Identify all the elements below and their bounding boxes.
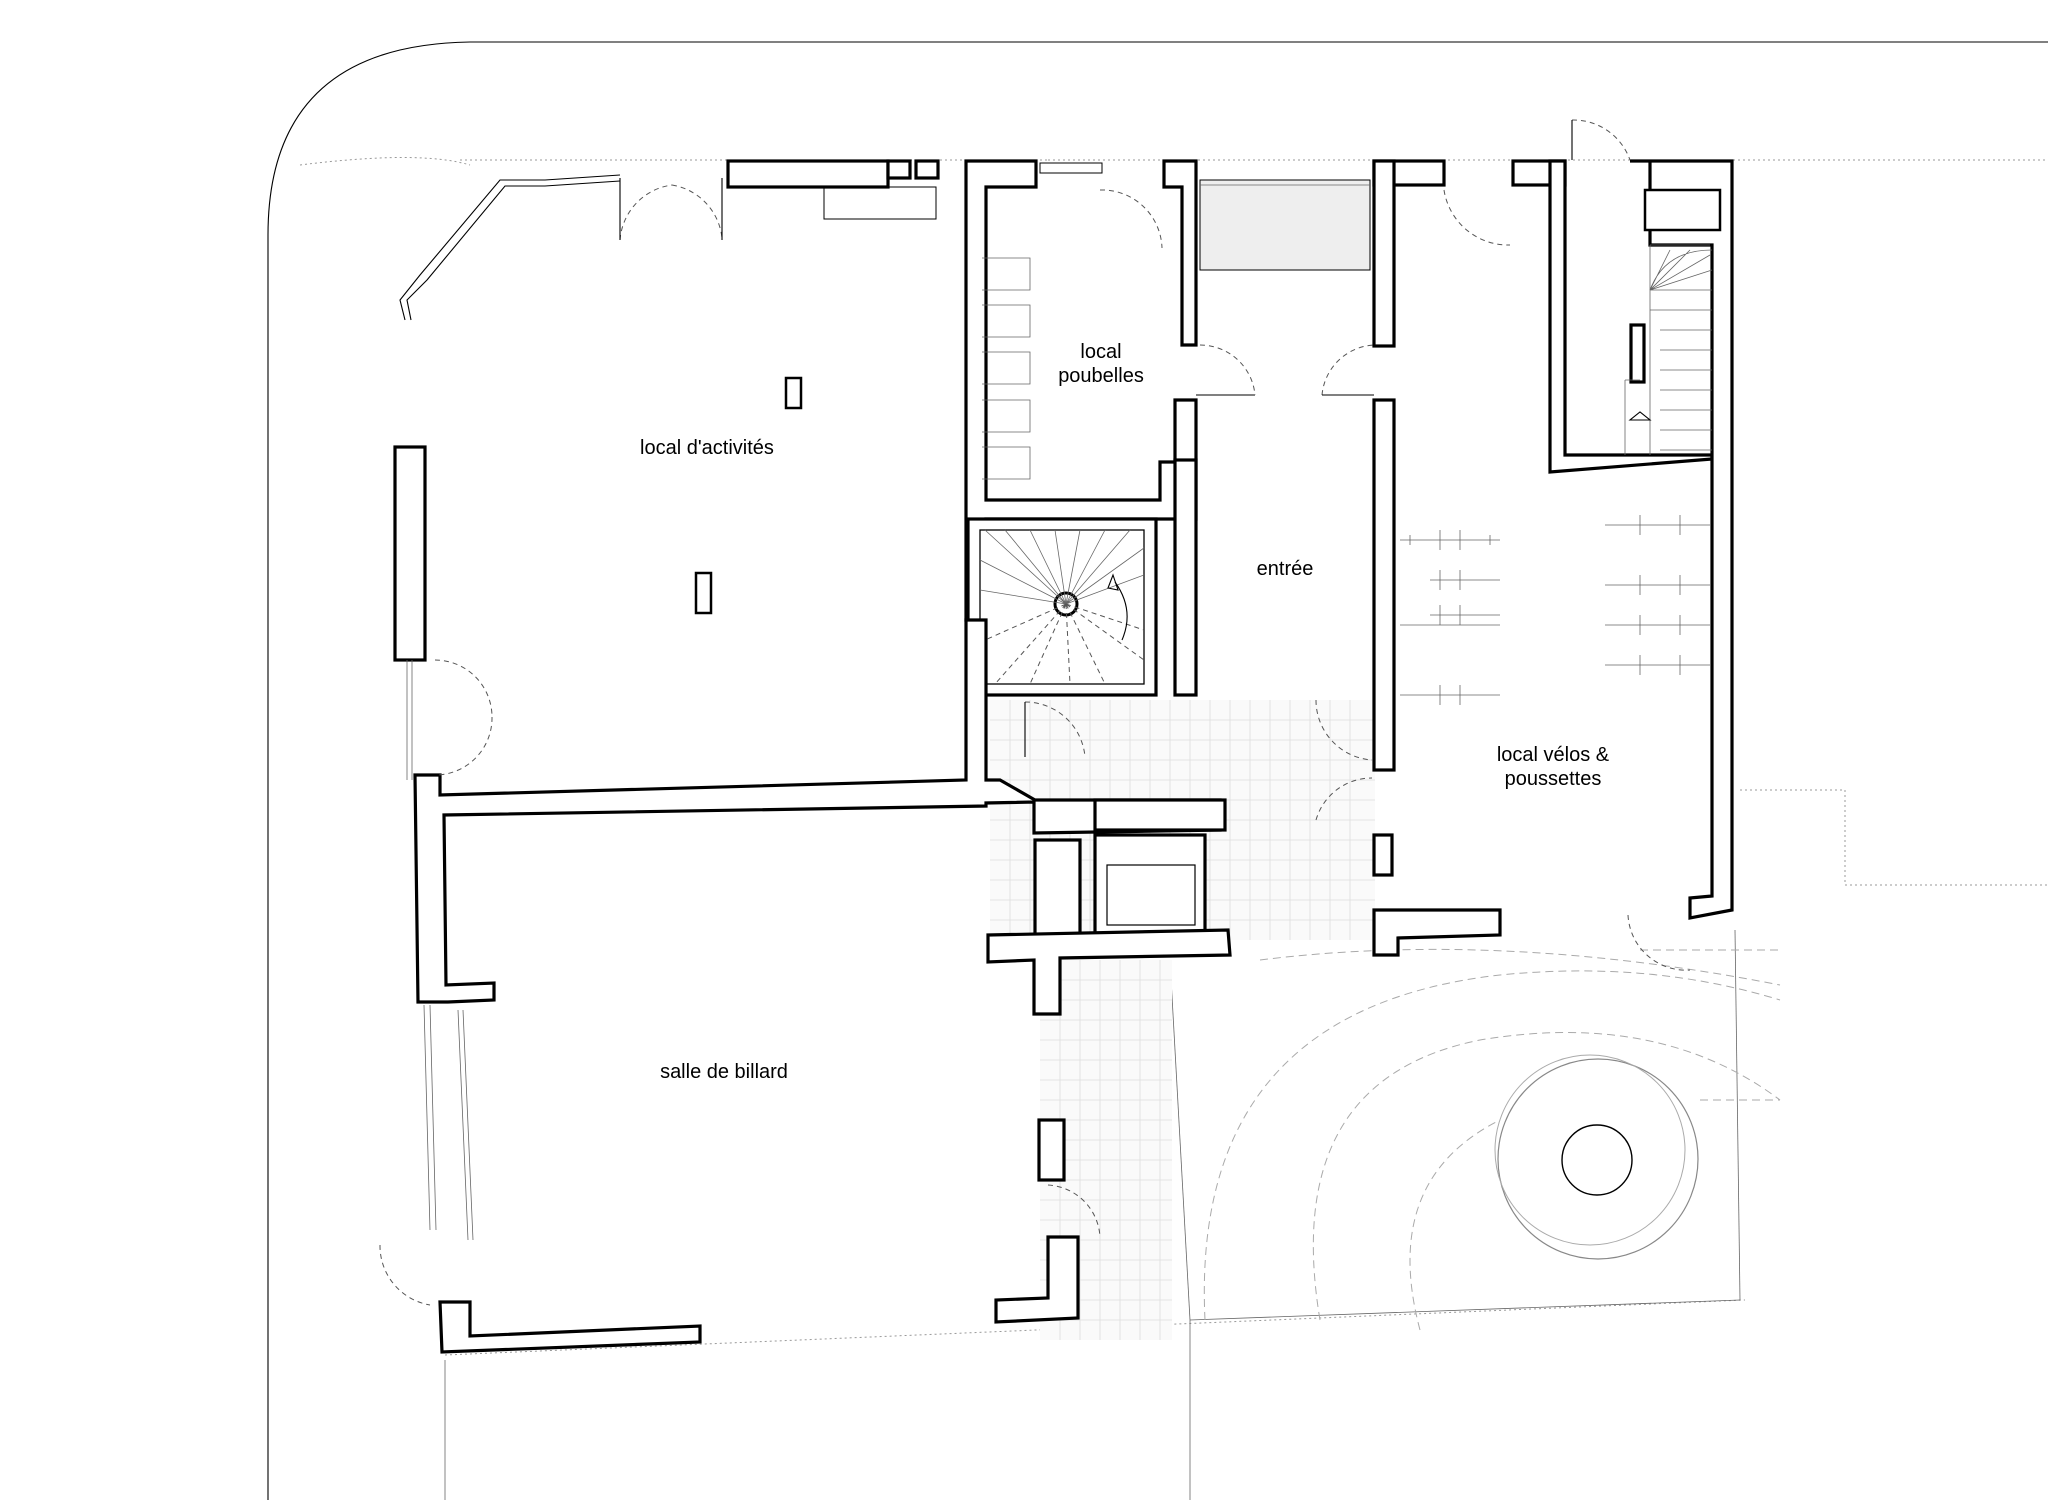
room-label-billard: salle de billard <box>660 1061 788 1083</box>
room-label-velos-line1: local vélos & <box>1497 744 1610 766</box>
tree <box>1494 1054 1699 1260</box>
room-label-velos-line2: poussettes <box>1505 768 1602 790</box>
spiral-stair <box>979 529 1145 685</box>
door-swings <box>379 119 1691 1306</box>
bike-racks <box>1400 515 1710 705</box>
room-labels: local d'activités local poubelles entrée… <box>640 341 1610 1083</box>
straight-stair <box>1624 244 1713 455</box>
room-label-entree: entrée <box>1257 558 1314 580</box>
room-label-poubelles-line2: poubelles <box>1058 365 1144 387</box>
room-label-activites: local d'activités <box>640 437 774 459</box>
pillars <box>694 376 803 615</box>
walls <box>393 159 1734 1354</box>
windows <box>399 162 1371 1241</box>
bins <box>982 257 1031 480</box>
room-label-poubelles-line1: local <box>1080 341 1121 363</box>
